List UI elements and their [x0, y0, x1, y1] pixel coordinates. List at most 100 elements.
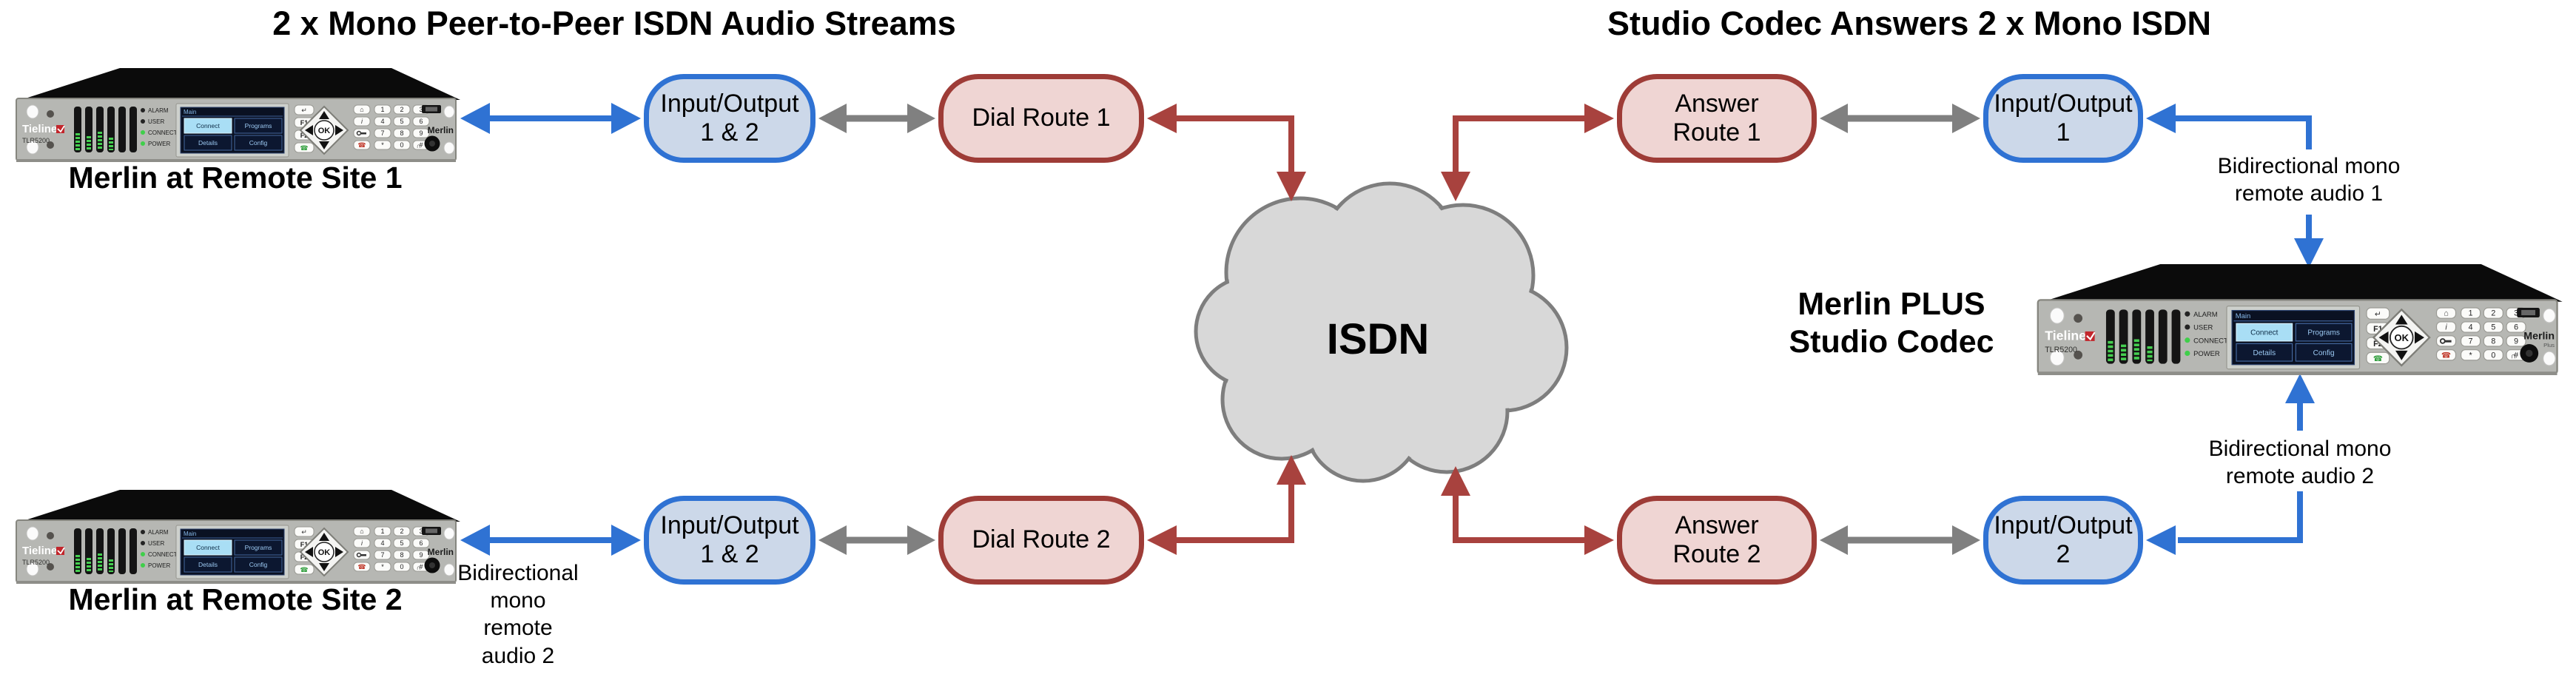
node-answer-route-1: Answer Route 1: [1617, 74, 1817, 163]
rack-screw-holes: [2049, 307, 2556, 366]
back-icon: ↵: [301, 107, 307, 114]
headphone-icon: ∩: [417, 142, 421, 149]
brand-check-icon: [56, 547, 64, 555]
rack-screw-holes: [26, 526, 455, 576]
screw-icon: [47, 141, 54, 149]
caption-remote-site-1: Merlin at Remote Site 1: [68, 161, 403, 195]
info-icon: i: [361, 539, 363, 547]
node-label: Route 2: [1672, 540, 1761, 568]
svg-text:8: 8: [2491, 337, 2495, 346]
svg-text:POWER: POWER: [148, 562, 170, 569]
ok-button: OK: [2395, 332, 2409, 343]
key-icon: [360, 132, 366, 135]
home-icon: ⌂: [2444, 309, 2448, 318]
hangup-icon: ☎: [357, 141, 366, 149]
svg-text:Config: Config: [2313, 349, 2335, 357]
down-arrow-icon: [2395, 350, 2408, 360]
screw-icon: [47, 563, 54, 570]
nav-pad: OK: [2372, 308, 2431, 367]
isdn-cloud: ISDN: [1194, 181, 1569, 483]
arrow-answer2-isdn: [1441, 466, 1614, 555]
svg-text:*: *: [2469, 351, 2472, 360]
svg-text:CONNECTED: CONNECTED: [148, 129, 186, 136]
brand-check-icon: [2085, 331, 2095, 341]
note-line: remote: [483, 616, 553, 641]
svg-text:*: *: [381, 563, 384, 570]
screen-title: Main: [184, 531, 196, 537]
svg-text:Connect: Connect: [196, 122, 220, 129]
svg-text:Programs: Programs: [245, 544, 272, 551]
brand-logo: Tieline: [22, 123, 57, 135]
svg-text:*: *: [381, 141, 384, 149]
lcd-screen: Main Connect Programs Details Config: [175, 103, 289, 158]
note-line: mono: [490, 588, 546, 613]
power-led-icon: [141, 141, 145, 146]
arrow-io12bottom-dial2: [818, 525, 935, 555]
svg-text:CONNECTED: CONNECTED: [2193, 337, 2238, 345]
hangup-icon: ☎: [357, 563, 366, 570]
arrow-io12top-dial1: [818, 104, 935, 133]
menu-connect: [2236, 323, 2293, 342]
headphone-icon: ∩: [2511, 352, 2517, 361]
device-badge: Merlin: [428, 547, 454, 557]
node-label: Answer: [1675, 511, 1759, 539]
alarm-led-icon: [141, 530, 145, 534]
back-icon: ↵: [2375, 310, 2381, 319]
svg-text:USER: USER: [148, 118, 164, 125]
up-arrow-icon: [2395, 314, 2408, 325]
svg-text:2: 2: [2491, 309, 2495, 318]
svg-text:6: 6: [419, 539, 423, 547]
audio-level-meters: [74, 528, 137, 574]
headphone-icon: ∩: [417, 564, 421, 571]
svg-text:POWER: POWER: [148, 141, 170, 147]
svg-text:6: 6: [419, 118, 423, 125]
svg-text:USER: USER: [2193, 324, 2213, 332]
note-bidirectional-audio-1: Bidirectional mono remote audio 1: [2161, 152, 2457, 207]
io-hardware: ∩: [2511, 308, 2540, 363]
note-line: remote audio 1: [2234, 181, 2384, 206]
svg-text:8: 8: [400, 551, 403, 559]
call-icon: ☎: [2373, 354, 2383, 363]
svg-text:1: 1: [2469, 309, 2473, 318]
numeric-keypad: 1 2 3 4 5 6 7 8 9 * 0 #: [374, 526, 430, 572]
brand-logo: Tieline: [22, 545, 57, 557]
arrow-studio-io2: [2146, 374, 2315, 555]
call-control-column: ⌂ i ☎: [353, 526, 371, 572]
svg-text:7: 7: [380, 129, 384, 137]
hangup-icon: ☎: [2441, 351, 2451, 360]
svg-text:1: 1: [380, 528, 384, 535]
svg-text:9: 9: [419, 551, 423, 559]
note-line: Bidirectional: [457, 561, 579, 585]
node-label: Dial Route 2: [972, 525, 1111, 554]
user-led-icon: [141, 541, 145, 545]
io-hardware: ∩: [417, 527, 441, 573]
call-control-column: ⌂ i ☎: [2435, 307, 2457, 361]
menu-programs: [2295, 323, 2353, 342]
svg-text:0: 0: [400, 141, 403, 149]
node-label: Input/Output: [660, 89, 799, 118]
arrow-dial2-isdn: [1147, 455, 1306, 555]
audio-level-meters: [2105, 309, 2181, 364]
menu-details: [2236, 343, 2293, 362]
menu-programs: [234, 118, 283, 134]
menu-config: [234, 556, 283, 573]
node-dial-route-2: Dial Route 2: [938, 496, 1144, 585]
menu-connect: [184, 539, 232, 556]
power-led-icon: [141, 563, 145, 568]
device-badge: Merlin: [2523, 331, 2555, 343]
device-top-cover: [21, 68, 460, 100]
svg-text:#: #: [419, 563, 423, 570]
svg-text:Config: Config: [249, 561, 268, 568]
svg-text:0: 0: [2491, 351, 2495, 360]
model-number: TLR5200: [22, 559, 50, 566]
svg-text:F1: F1: [300, 541, 309, 548]
caption-remote-site-2: Merlin at Remote Site 2: [68, 582, 403, 616]
note-line: Bidirectional mono: [2208, 437, 2392, 461]
svg-text:POWER: POWER: [2193, 350, 2220, 358]
codec-device-remote1: Tieline TLR5200 ALARM USER CONNECTED POW…: [16, 68, 460, 162]
svg-text:2: 2: [400, 106, 403, 113]
node-label: Input/Output: [660, 511, 799, 539]
call-control-column: ⌂ i ☎: [353, 104, 371, 150]
